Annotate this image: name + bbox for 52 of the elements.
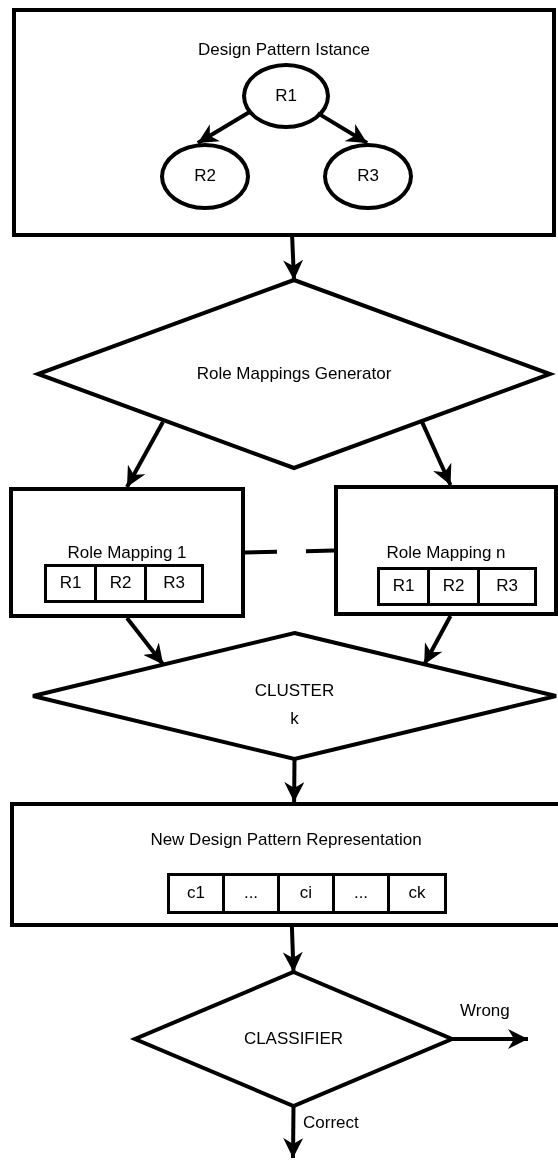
node-label: CLUSTER	[254, 680, 335, 701]
arrow	[283, 236, 304, 281]
role-cell	[44, 564, 97, 603]
role-ellipse	[323, 143, 413, 210]
arrow	[283, 1105, 304, 1159]
cell-label: R1	[59, 573, 82, 594]
node-label: k	[290, 709, 299, 730]
node-label: Role Mapping n	[386, 543, 506, 562]
cell-label: R1	[392, 576, 415, 597]
arrow	[452, 1029, 528, 1049]
arrow	[284, 758, 305, 803]
dashed-connector	[244, 548, 335, 555]
cell-label: R2	[442, 576, 465, 597]
vector-cell	[277, 873, 335, 914]
vector-cell	[332, 873, 390, 914]
role-cell	[477, 567, 537, 606]
process-box	[334, 485, 558, 616]
vector-cell	[167, 873, 225, 914]
cell-label: R2	[109, 573, 132, 594]
cell-label: R3	[496, 576, 518, 597]
process-box	[12, 8, 556, 237]
node-label: Role Mapping 1	[67, 543, 187, 562]
cell-label: c1	[187, 883, 205, 904]
node-label: CLASSIFIER	[243, 1028, 344, 1050]
role-cell	[377, 567, 430, 606]
cell-label: ck	[408, 883, 426, 904]
role-ellipse	[242, 63, 330, 129]
cell-label: ...	[353, 883, 369, 904]
arrow	[125, 616, 165, 666]
cell-label: ...	[243, 883, 259, 904]
arrow	[196, 109, 252, 145]
arrow	[282, 926, 303, 973]
vector-cell	[387, 873, 447, 914]
cell-label: ci	[299, 883, 313, 904]
node-label: R3	[357, 166, 379, 187]
arrow	[422, 615, 453, 666]
node-label: R1	[275, 85, 297, 107]
role-cell	[94, 564, 147, 603]
arrow	[420, 421, 453, 486]
process-box	[10, 802, 558, 927]
node-label: New Design Pattern Representation	[150, 830, 422, 849]
cell-label: R3	[163, 573, 185, 594]
role-ellipse	[160, 143, 250, 210]
arrow	[125, 420, 165, 488]
role-cell	[427, 567, 480, 606]
edge-label: Wrong	[460, 1002, 510, 1021]
process-box	[9, 487, 245, 618]
node-label: Role Mappings Generator	[196, 363, 392, 385]
vector-cell	[222, 873, 280, 914]
node-label: Design Pattern Istance	[198, 40, 370, 59]
role-cell	[144, 564, 204, 603]
node-label: R2	[194, 166, 216, 187]
